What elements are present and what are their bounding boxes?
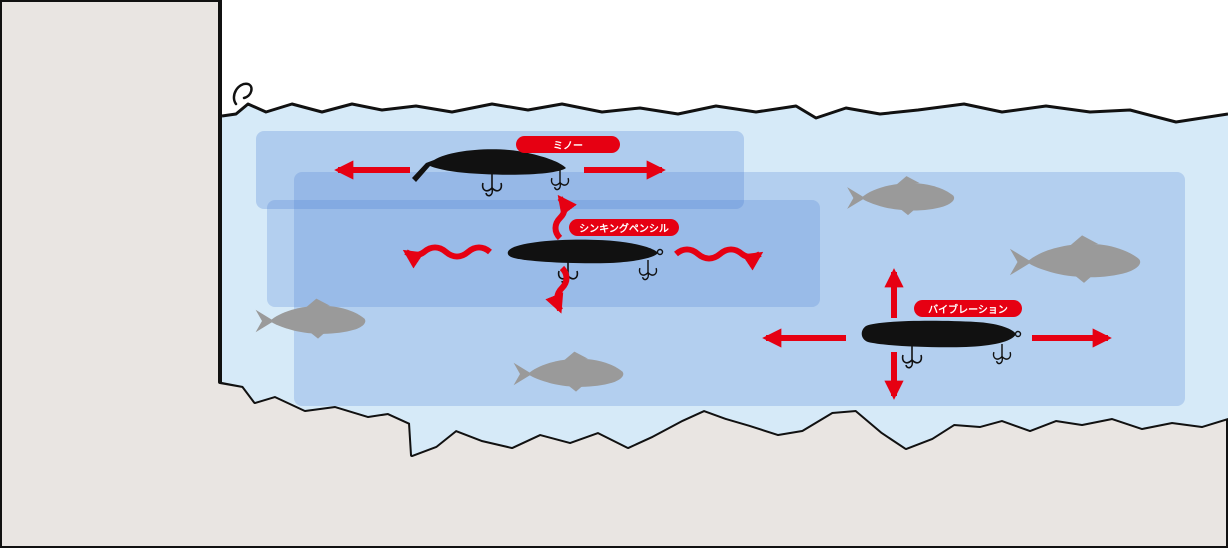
sinking-pencil-arrow-left [402,244,492,269]
vibration-lure [861,320,1022,369]
sinking-pencil-arrow-down [545,265,570,314]
water [222,104,1228,455]
minnow-label: ミノー [516,136,620,153]
sinking-pencil-lure [507,239,664,285]
vibration-label: バイブレーション [914,300,1022,317]
vibration-label-text: バイブレーション [928,303,1008,316]
sinking-pencil-arrow-up [552,194,577,241]
water-surface-line [221,102,1228,124]
vibration-zone [294,172,1185,406]
splash-icon [232,82,253,106]
minnow-label-text: ミノー [553,140,583,152]
sinking-pencil-label-text: シンキングペンシル [579,222,669,235]
sinking-pencil-arrow-right [674,246,764,271]
minnow-lure [412,149,570,197]
sinking-pencil-label: シンキングペンシル [569,219,679,236]
